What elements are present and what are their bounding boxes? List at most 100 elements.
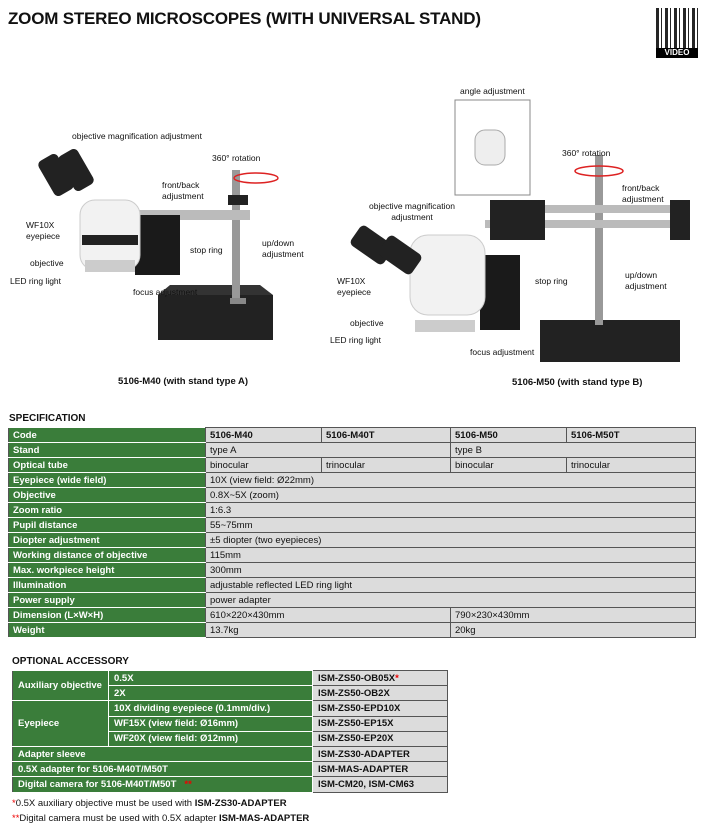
spec-value: trinocular [320,457,451,473]
label-stop-ring-b: stop ring [535,276,568,286]
accessory-code-text: ISM-ZS50-OB05X [318,672,396,684]
label-objective-magnification-b: objective magnification adjustment [369,201,455,222]
accessory-description: 0.5X adapter for 5106-M40T/M50T [12,761,313,778]
label-focus: focus adjustment [133,287,198,297]
label-objective: objective [30,258,64,268]
accessory-code: ISM-ZS30-ADAPTER [312,745,448,763]
spec-value: 13.7kg [205,622,451,638]
accessory-desc-text: 0.5X [114,672,134,684]
accessory-code: ISM-CM20, ISM-CM63 [312,776,448,793]
accessory-code-text: ISM-ZS50-EP20X [318,733,394,745]
accessory-code-text: ISM-ZS50-EP15X [318,718,394,730]
spec-value: 5106-M50T [565,427,697,443]
spec-label: Eyepiece (wide field) [8,472,206,488]
spec-label: Diopter adjustment [8,532,206,548]
spec-heading: SPECIFICATION [9,413,86,424]
label-up-down-b: up/down adjustment [625,270,667,291]
accessory-desc-text: 10X dividing eyepiece (0.1mm/div.) [114,702,271,714]
spec-label: Zoom ratio [8,502,206,518]
label-front-back-b: front/back adjustment [622,183,664,204]
spec-label: Code [8,427,206,443]
spec-value: type A [205,442,451,458]
accessory-code: ISM-MAS-ADAPTER [312,761,448,778]
label-objective-b: objective [350,318,384,328]
qr-video-label: VIDEO [656,48,698,58]
accessory-desc-text: 0.5X adapter for 5106-M40T/M50T [18,763,168,775]
spec-value: trinocular [565,457,697,473]
spec-value: 5106-M40 [205,427,322,443]
accessory-code: ISM-ZS50-OB2X [312,685,448,702]
spec-value: 20kg [449,622,697,638]
label-led-ring: LED ring light [10,276,62,286]
accessory-desc-text: 2X [114,687,126,699]
spec-value: power adapter [205,592,696,608]
footnote-marker: ** [184,778,192,790]
accessory-desc-text: Adapter sleeve [18,748,86,760]
spec-value: 790×230×430mm [449,607,697,623]
accessory-description: 10X dividing eyepiece (0.1mm/div.) [108,700,313,717]
footnote-2: **Digital camera must be used with 0.5X … [12,813,310,824]
spec-label: Weight [8,622,206,638]
accessory-row: WF15X (view field: Ø16mm)ISM-ZS50-EP15X [13,715,448,732]
spec-row: Diopter adjustment±5 diopter (two eyepie… [8,532,696,548]
spec-label: Working distance of objective [8,547,206,563]
spec-row: Eyepiece (wide field)10X (view field: Ø2… [8,472,696,488]
spec-label: Illumination [8,577,206,593]
accessory-desc-text: WF20X (view field: Ø12mm) [114,733,239,745]
accessory-code-text: ISM-ZS50-OB2X [318,687,390,699]
spec-value: 115mm [205,547,696,563]
caption-m50: 5106-M50 (with stand type B) [512,377,643,388]
spec-label: Max. workpiece height [8,562,206,578]
accessory-heading: OPTIONAL ACCESSORY [12,656,129,667]
accessory-row: Digital camera for 5106-M40T/M50T ** ISM-C… [12,776,448,793]
qr-code-icon [656,8,698,48]
label-front-back: front/back adjustment [162,180,204,201]
accessory-code-text: ISM-ZS50-EPD10X [318,702,401,714]
spec-value: 1:6.3 [205,502,696,518]
accessory-code: ISM-ZS50-EPD10X [312,700,448,717]
footnote-1: *0.5X auxiliary objective must be used w… [12,798,287,809]
accessory-row: Adapter sleeve ISM-ZS30-ADAPTER [12,745,448,763]
spec-label: Dimension (L×W×H) [8,607,206,623]
accessory-code-text: ISM-CM20, ISM-CM63 [318,778,415,790]
spec-value: 610×220×430mm [205,607,451,623]
video-qr-code[interactable]: VIDEO [656,8,698,58]
spec-value: 5106-M40T [320,427,451,443]
label-eyepiece: WF10X eyepiece [26,220,61,241]
accessory-group-label: Eyepiece [12,700,109,747]
page-title: ZOOM STEREO MICROSCOPES (WITH UNIVERSAL … [8,9,481,28]
accessory-code: ISM-ZS50-EP15X [312,715,448,732]
accessory-row: Eyepiece 10X dividing eyepiece (0.1mm/div… [12,700,448,747]
spec-value: ±5 diopter (two eyepieces) [205,532,696,548]
label-up-down: up/down adjustment [262,238,304,259]
accessory-row: 0.5X adapter for 5106-M40T/M50T ISM-MAS-A… [12,761,448,778]
spec-value: 10X (view field: Ø22mm) [205,472,696,488]
spec-label: Optical tube [8,457,206,473]
accessory-description: 0.5X [108,669,313,687]
spec-value: 0.8X~5X (zoom) [205,487,696,503]
label-rotation-b: 360° rotation [562,148,611,158]
accessory-description: 2X [108,685,313,702]
label-stop-ring: stop ring [190,245,223,255]
accessory-description: WF20X (view field: Ø12mm) [108,730,313,747]
accessory-desc-text: Digital camera for 5106-M40T/M50T [18,778,177,790]
spec-label: Stand [8,442,206,458]
label-focus-b: focus adjustment [470,347,535,357]
label-eyepiece-b: WF10X eyepiece [337,276,372,297]
label-angle: angle adjustment [460,86,525,96]
spec-label: Objective [8,487,206,503]
spec-label: Pupil distance [8,517,206,533]
accessory-code-text: ISM-MAS-ADAPTER [318,763,409,775]
microscope-m50-image [350,99,690,362]
